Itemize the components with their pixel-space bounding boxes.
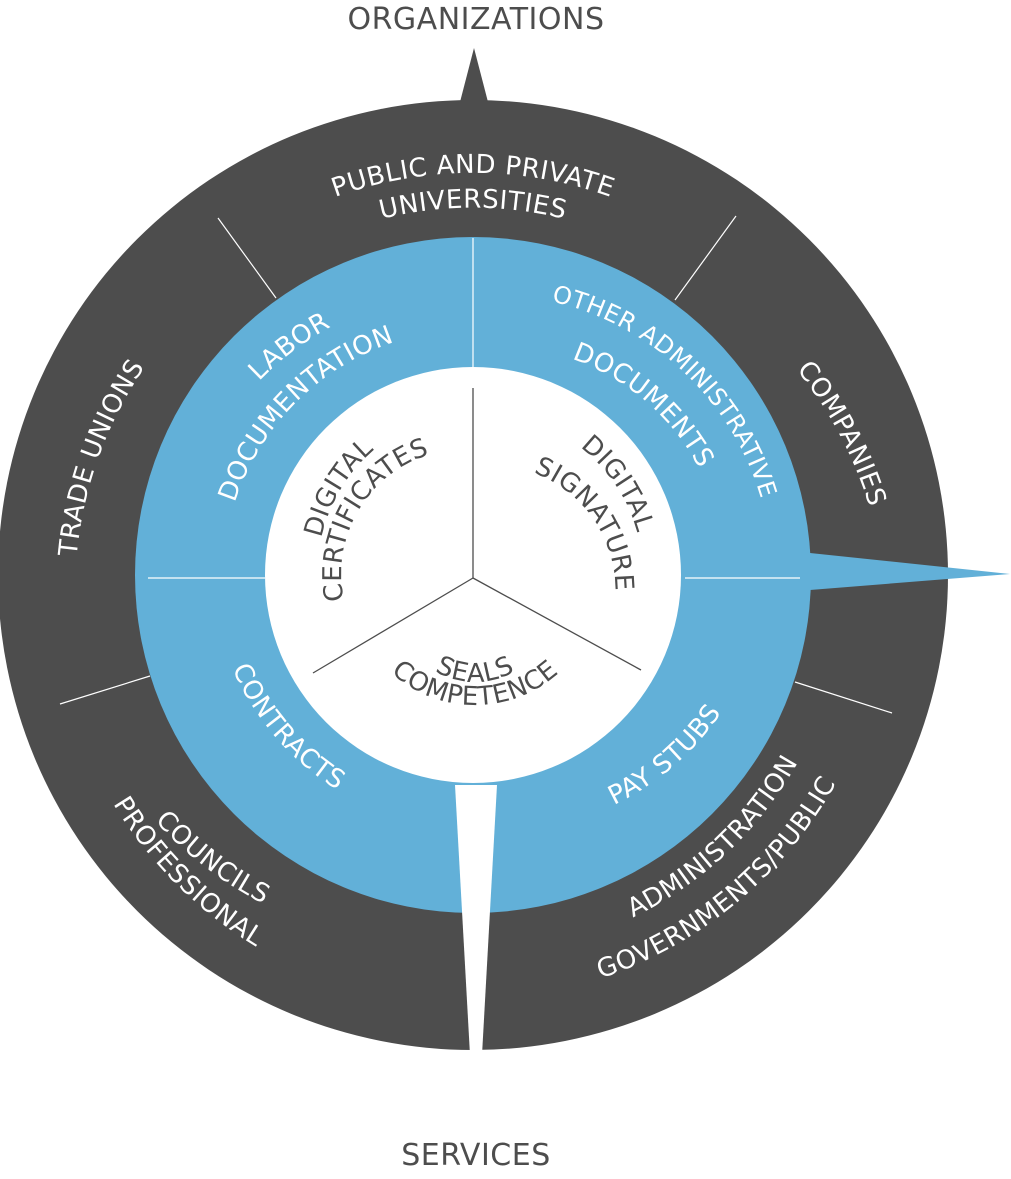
organizations-axis-label: ORGANIZATIONS <box>347 2 605 37</box>
outer-separator <box>217 217 277 299</box>
outer-separator <box>674 215 737 301</box>
outer-separator <box>59 675 151 705</box>
right-pointer <box>810 553 1010 590</box>
organizations-arrow <box>460 48 488 102</box>
center-separator <box>312 577 474 674</box>
services-wedge-gap <box>455 785 497 1055</box>
center-separator <box>472 577 642 671</box>
outer-separator <box>794 681 893 714</box>
services-axis-label: SERVICES <box>401 1138 551 1173</box>
